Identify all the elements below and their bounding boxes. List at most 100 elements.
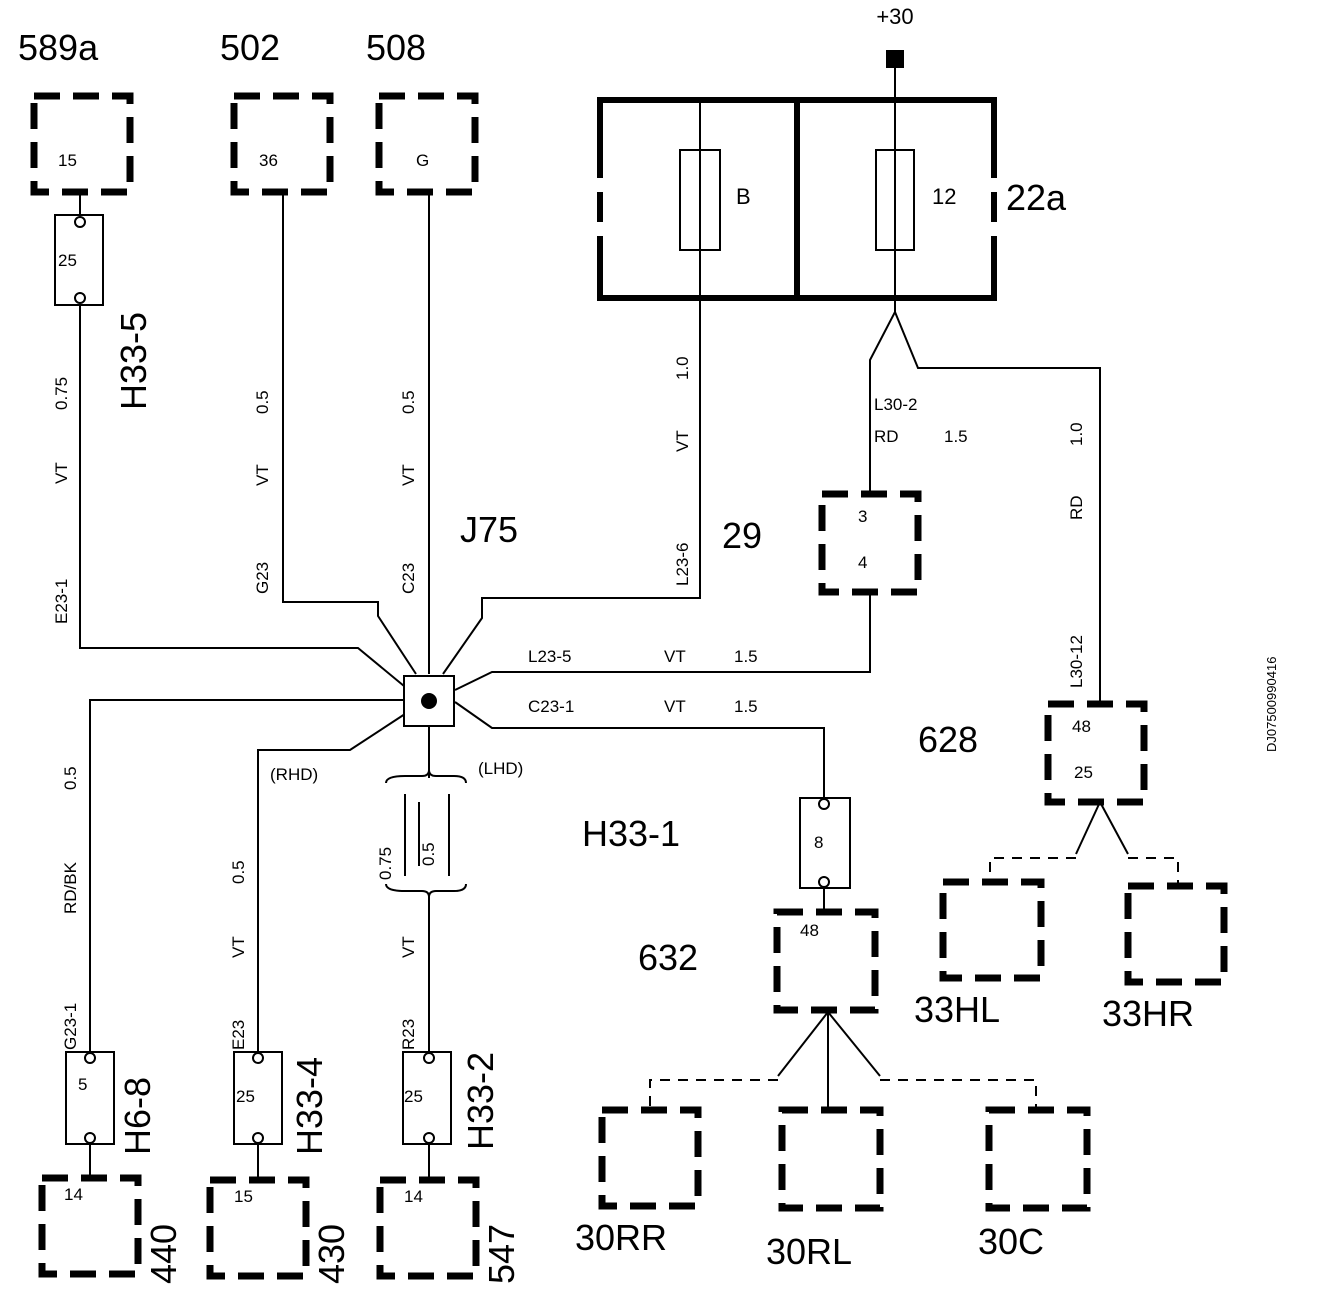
wire-2-size: 0.5 [253, 390, 272, 414]
wire-2-code: G23 [253, 562, 272, 594]
wire-4-code: L23-6 [673, 543, 692, 586]
component-29: 3 4 [818, 490, 922, 596]
component-30rr [598, 1106, 702, 1210]
component-632: 48 [773, 908, 879, 1014]
component-430: 15 [206, 1176, 310, 1280]
wire-11-color: VT [399, 936, 418, 958]
component-632-label: 632 [638, 937, 698, 978]
wire-9-code: G23-1 [61, 1003, 80, 1050]
wire-7-code: L23-5 [528, 647, 571, 666]
wire-10-variant: (RHD) [270, 765, 318, 784]
component-589a-label: 589a [18, 27, 99, 68]
connector-h33-5-label: H33-5 [113, 312, 154, 410]
wire-11-size-a: 0.75 [376, 847, 395, 880]
wire-6-size: 1.0 [1067, 422, 1086, 446]
pin-h33-1: 8 [814, 833, 823, 852]
component-502-label: 502 [220, 27, 280, 68]
connector-h33-4-label: H33-4 [289, 1057, 330, 1155]
pin-632: 48 [800, 921, 819, 940]
connector-h6-8: 5 [65, 1051, 115, 1145]
component-29-label: 29 [722, 515, 762, 556]
component-22a-label: 22a [1006, 177, 1067, 218]
pin-h33-2: 25 [404, 1087, 423, 1106]
wire-3-code: C23 [399, 563, 418, 594]
wire-9-color: RD/BK [61, 861, 80, 914]
fuse-12-label: 12 [932, 184, 956, 209]
pin-628-top: 48 [1072, 717, 1091, 736]
component-440: 14 [38, 1174, 142, 1278]
wire-4-color: VT [673, 430, 692, 452]
connector-h33-2: 25 [402, 1051, 452, 1145]
splice-label: J75 [460, 509, 518, 550]
wire-8-code: C23-1 [528, 697, 574, 716]
connector-h33-1: 8 [799, 797, 851, 889]
component-430-label: 430 [311, 1224, 352, 1284]
component-628-label: 628 [918, 719, 978, 760]
component-502: 36 [230, 92, 334, 196]
wire-11-variant: (LHD) [478, 759, 523, 778]
fuse-b-label: B [736, 184, 751, 209]
wire-1-code: E23-1 [52, 579, 71, 624]
wire-11-code: R23 [399, 1019, 418, 1050]
wire-5-size: 1.5 [944, 427, 968, 446]
wire-4-size: 1.0 [673, 356, 692, 380]
supply-label: +30 [876, 4, 913, 29]
wire-10-code: E23 [229, 1020, 248, 1050]
pin-502: 36 [259, 151, 278, 170]
wire-6-color: RD [1067, 495, 1086, 520]
component-33hr [1124, 882, 1228, 986]
component-30rl-label: 30RL [766, 1231, 852, 1272]
component-547: 14 [376, 1176, 480, 1280]
fuse-box-22a: B 12 [596, 97, 1000, 301]
splice-j75 [403, 675, 455, 727]
component-33hl-label: 33HL [914, 989, 1000, 1030]
pin-430: 15 [234, 1187, 253, 1206]
pin-628-bottom: 25 [1074, 763, 1093, 782]
wire-3-color: VT [399, 464, 418, 486]
wire-5-color: RD [874, 427, 899, 446]
supply-terminal-icon [886, 50, 904, 68]
pin-508: G [416, 151, 429, 170]
component-30c-label: 30C [978, 1221, 1044, 1262]
wire-7-color: VT [664, 647, 686, 666]
component-547-label: 547 [481, 1224, 522, 1284]
component-440-label: 440 [143, 1224, 184, 1284]
pin-29-top: 3 [858, 507, 867, 526]
component-508-label: 508 [366, 27, 426, 68]
component-508: G [375, 92, 479, 196]
wire-1-size: 0.75 [52, 377, 71, 410]
wire-1-color: VT [52, 462, 71, 484]
connector-h33-2-label: H33-2 [460, 1052, 501, 1150]
wire-8-size: 1.5 [734, 697, 758, 716]
component-33hr-label: 33HR [1102, 993, 1194, 1034]
wire-11-size-b: 0.5 [419, 842, 438, 866]
wire-10-color: VT [229, 936, 248, 958]
wire-3-size: 0.5 [399, 390, 418, 414]
pin-h33-5: 25 [58, 251, 77, 270]
wire-labels: 0.75 VT E23-1 0.5 VT G23 0.5 VT C23 1.0 … [52, 356, 1086, 1050]
pin-440: 14 [64, 1185, 83, 1204]
wire-5-code: L30-2 [874, 395, 917, 414]
connector-h6-8-label: H6-8 [117, 1077, 158, 1155]
wire-9-size: 0.5 [61, 766, 80, 790]
wire-7-size: 1.5 [734, 647, 758, 666]
pin-h6-8: 5 [78, 1075, 87, 1094]
pin-h33-4: 25 [236, 1087, 255, 1106]
pin-589a: 15 [58, 151, 77, 170]
wire-2-color: VT [253, 464, 272, 486]
component-30rl [778, 1106, 884, 1212]
pin-29-bottom: 4 [858, 553, 867, 572]
wire-10-size: 0.5 [229, 860, 248, 884]
wire-8-color: VT [664, 697, 686, 716]
connector-h33-4: 25 [233, 1051, 283, 1145]
connector-h33-5: 25 [54, 214, 104, 306]
wire-6-code: L30-12 [1067, 635, 1086, 688]
wires [79, 60, 1179, 1180]
component-33hl [939, 878, 1045, 982]
component-628: 48 25 [1044, 700, 1148, 806]
connector-h33-1-label: H33-1 [582, 813, 680, 854]
document-id: DJ07500990416 [1264, 657, 1279, 752]
component-30rr-label: 30RR [575, 1217, 667, 1258]
